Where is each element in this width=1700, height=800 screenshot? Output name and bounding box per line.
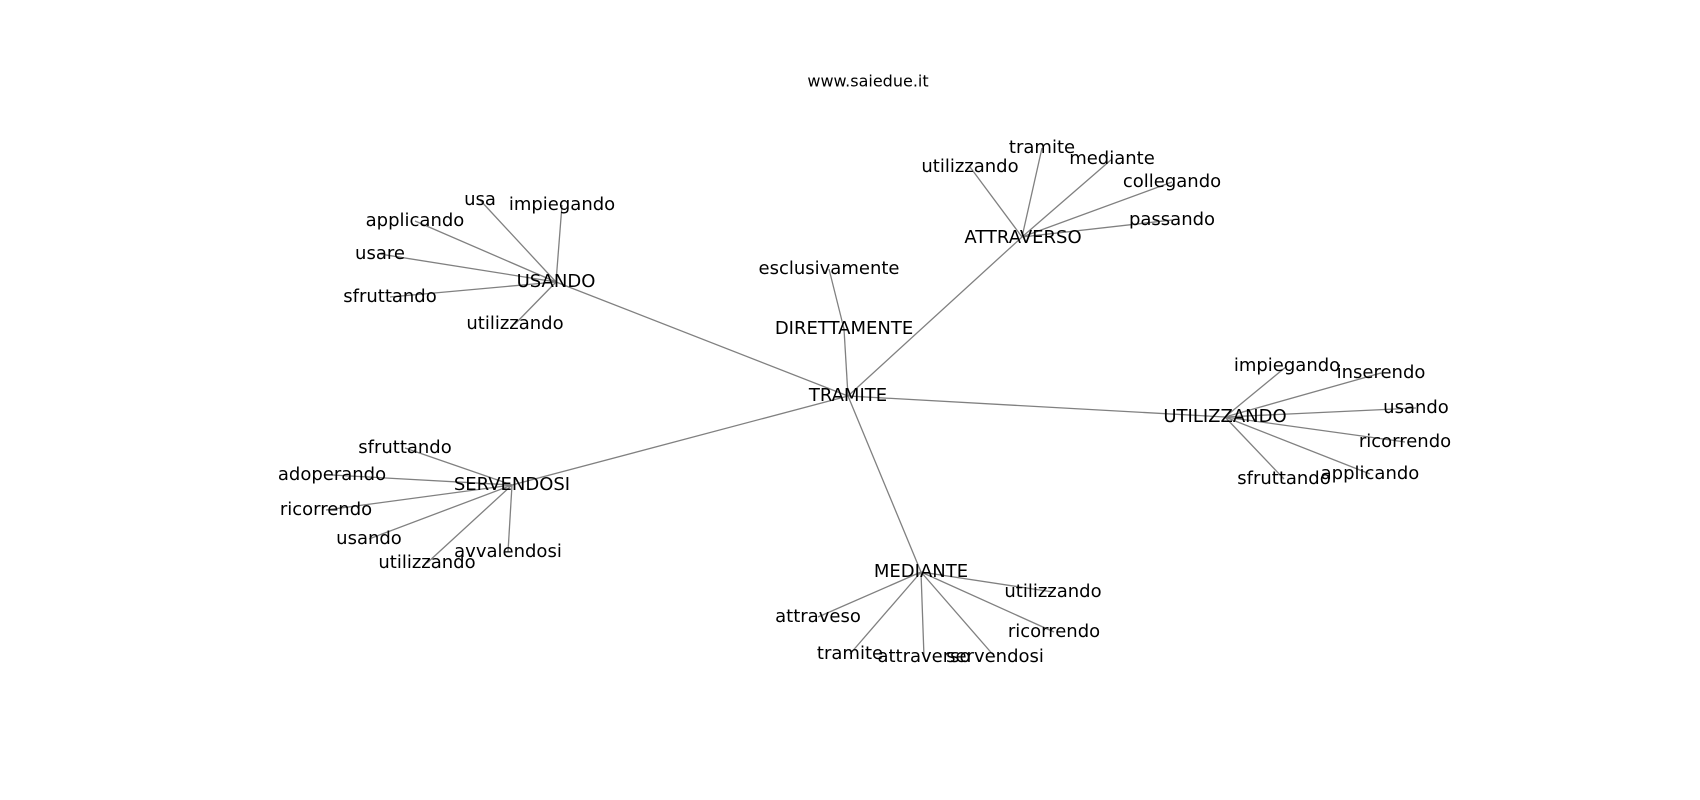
edge-attraverso-0	[1021, 147, 1043, 238]
leaf-node-mediante-0: utilizzando	[1004, 581, 1101, 602]
leaf-node-attraverso-3: collegando	[1123, 171, 1221, 192]
leaf-node-servendosi-0: sfruttando	[358, 437, 452, 458]
edge-servendosi-2	[325, 484, 513, 511]
edge-mediante-3	[849, 571, 922, 655]
leaf-node-utilizzando-4: applicando	[1321, 463, 1420, 484]
hub-node-usando: USANDO	[517, 271, 596, 292]
leaf-node-utilizzando-0: impiegando	[1234, 355, 1340, 376]
leaf-node-usando-0: usa	[464, 189, 496, 210]
edge-utilizzando-0	[1224, 365, 1288, 418]
edge-servendosi-1	[331, 474, 513, 486]
leaf-node-mediante-1: attraveso	[775, 606, 861, 627]
edge-center-direttamente	[843, 328, 849, 397]
leaf-node-usando-5: utilizzando	[466, 313, 563, 334]
edge-center-mediante	[847, 395, 922, 573]
edge-utilizzando-4	[1224, 416, 1371, 475]
leaf-node-attraverso-4: passando	[1129, 209, 1215, 230]
leaf-node-usando-4: sfruttando	[343, 286, 437, 307]
edge-attraverso-4	[1021, 219, 1173, 238]
leaf-node-usando-3: usare	[355, 243, 405, 264]
leaf-node-servendosi-4: utilizzando	[378, 552, 475, 573]
leaf-node-utilizzando-1: inserendo	[1337, 362, 1426, 383]
edge-servendosi-3	[368, 484, 513, 540]
edge-servendosi-0	[404, 447, 513, 486]
edge-usando-1	[555, 204, 563, 283]
edge-utilizzando-1	[1224, 372, 1382, 418]
edge-attraverso-3	[1021, 181, 1173, 238]
leaf-node-mediante-3: tramite	[817, 643, 883, 664]
leaf-node-mediante-2: ricorrendo	[1008, 621, 1100, 642]
leaf-node-attraverso-2: utilizzando	[921, 156, 1018, 177]
leaf-node-attraverso-0: tramite	[1009, 137, 1075, 158]
hub-node-utilizzando: UTILIZZANDO	[1163, 406, 1286, 427]
edge-center-servendosi	[511, 395, 849, 486]
edge-usando-5	[514, 281, 557, 325]
leaf-node-servendosi-1: adoperando	[278, 464, 386, 485]
edge-usando-3	[379, 253, 557, 283]
edge-center-attraverso	[847, 236, 1023, 397]
edge-mediante-2	[920, 571, 1055, 633]
edge-center-usando	[555, 281, 849, 397]
edge-utilizzando-2	[1224, 407, 1417, 418]
leaf-node-usando-1: impiegando	[509, 194, 615, 215]
edge-attraverso-2	[969, 166, 1023, 238]
edge-mediante-1	[817, 571, 922, 618]
leaf-node-utilizzando-5: sfruttando	[1237, 468, 1331, 489]
edge-utilizzando-3	[1224, 416, 1406, 443]
hub-node-servendosi: SERVENDOSI	[454, 474, 570, 495]
leaf-node-usando-2: applicando	[366, 210, 465, 231]
edge-mediante-4	[920, 571, 925, 658]
edge-usando-4	[389, 281, 557, 298]
edge-center-utilizzando	[847, 395, 1226, 418]
edge-mediante-0	[920, 571, 1054, 593]
hub-node-attraverso: ATTRAVERSO	[964, 227, 1081, 248]
edge-direttamente-0	[828, 268, 845, 330]
edge-mediante-5	[920, 571, 996, 658]
edge-servendosi-5	[507, 484, 513, 553]
center-node-label: TRAMITE	[808, 385, 887, 406]
leaf-node-utilizzando-3: ricorrendo	[1359, 431, 1451, 452]
edge-usando-2	[414, 220, 557, 283]
hub-node-direttamente: DIRETTAMENTE	[775, 318, 913, 339]
leaf-node-servendosi-2: ricorrendo	[280, 499, 372, 520]
site-label: www.saiedue.it	[807, 72, 928, 91]
leaf-node-utilizzando-2: usando	[1383, 397, 1449, 418]
edge-usando-0	[479, 199, 557, 283]
edge-servendosi-4	[426, 484, 513, 564]
leaf-node-mediante-5: servendosi	[946, 646, 1044, 667]
leaf-node-direttamente-0: esclusivamente	[759, 258, 900, 279]
leaf-node-mediante-4: attraverso	[877, 646, 970, 667]
edge-attraverso-1	[1021, 158, 1113, 238]
leaf-node-servendosi-5: avvalendosi	[454, 541, 562, 562]
leaf-node-attraverso-1: mediante	[1069, 148, 1155, 169]
edge-utilizzando-5	[1224, 416, 1285, 480]
leaf-node-servendosi-3: usando	[336, 528, 402, 549]
hub-node-mediante: MEDIANTE	[874, 561, 968, 582]
